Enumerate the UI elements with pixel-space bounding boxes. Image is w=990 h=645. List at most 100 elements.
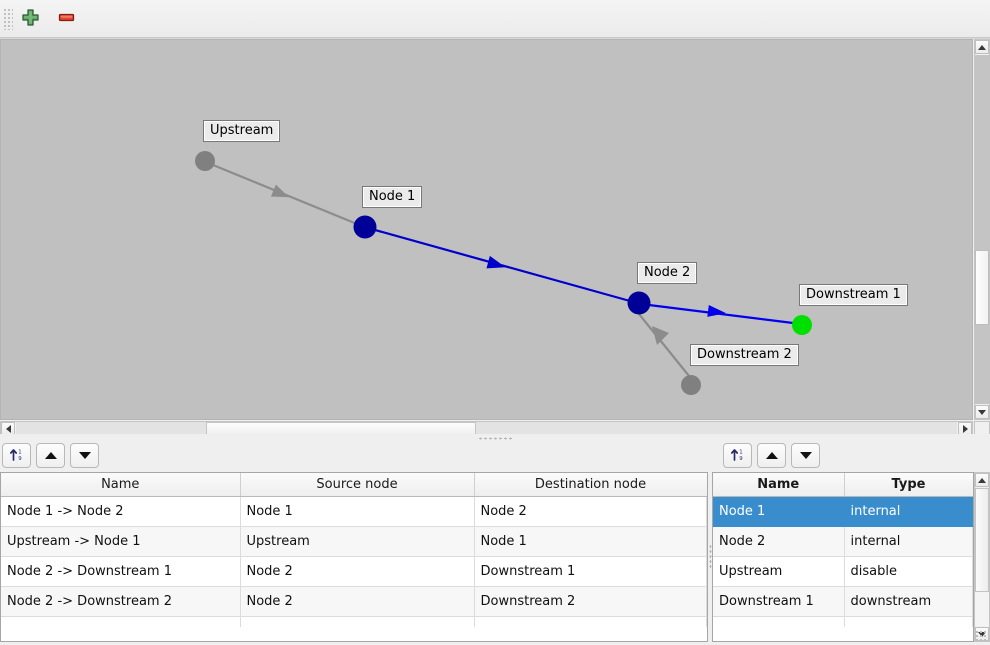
triangle-up-icon	[44, 452, 57, 459]
node-cell-name: Node 1	[713, 496, 845, 527]
node-table-body: Node 1 internal Node 2 internal Upstream…	[713, 496, 973, 627]
triangle-up-icon	[765, 452, 778, 459]
edge-cell-source: Node 2	[240, 556, 475, 587]
edge-cell-empty	[1, 616, 241, 627]
triangle-up-icon	[978, 477, 986, 483]
scrollbar-track[interactable]	[975, 488, 989, 626]
plus-icon	[21, 8, 40, 30]
node-cell-type: downstream	[844, 586, 973, 617]
node-sort-button[interactable]: 1 9	[723, 443, 752, 468]
edge-cell-source: Upstream	[240, 526, 475, 557]
triangle-right-icon	[962, 424, 968, 433]
edge-cell-destination: Downstream 2	[474, 586, 707, 617]
remove-button[interactable]	[51, 4, 81, 34]
node-cell-empty	[713, 616, 845, 627]
horizontal-splitter[interactable]	[0, 434, 990, 443]
edge-cell-empty	[240, 616, 475, 627]
edge-cell-empty	[474, 616, 707, 627]
node-column-header-type[interactable]: Type	[844, 473, 973, 497]
vertical-splitter[interactable]	[708, 472, 712, 642]
graph-node-downstream1	[792, 315, 812, 335]
sort-ascending-icon: 1 9	[730, 447, 745, 465]
graph-label-node2[interactable]: Node 2	[637, 262, 698, 284]
node-cell-type: internal	[844, 526, 973, 557]
graph-vertical-scrollbar[interactable]	[974, 39, 990, 420]
sort-ascending-icon: 1 9	[9, 447, 24, 465]
table-row[interactable]: Downstream 1 downstream	[713, 586, 973, 617]
triangle-down-icon	[799, 452, 812, 459]
triangle-up-icon	[978, 44, 986, 50]
splitter-grip	[478, 437, 512, 440]
node-move-up-button[interactable]	[757, 443, 786, 468]
table-row-empty[interactable]	[713, 616, 973, 627]
edge-cell-source: Node 2	[240, 586, 475, 617]
graph-label-downstream1[interactable]: Downstream 1	[799, 284, 908, 306]
node-move-down-button[interactable]	[791, 443, 820, 468]
graph-label-downstream2[interactable]: Downstream 2	[690, 344, 799, 366]
node-cell-name: Upstream	[713, 556, 845, 587]
graph-node-downstream2	[681, 375, 701, 395]
node-cell-empty	[844, 616, 973, 627]
scroll-down-button[interactable]	[975, 405, 989, 419]
splitter-grip	[708, 544, 712, 570]
minus-icon	[57, 8, 76, 30]
edge-cell-destination: Downstream 1	[474, 556, 707, 587]
toolbar-drag-handle[interactable]	[3, 7, 13, 30]
table-row[interactable]: Node 2 -> Downstream 1 Node 2 Downstream…	[1, 556, 707, 587]
edge-column-header-destination[interactable]: Destination node	[474, 473, 707, 497]
node-column-header-name[interactable]: Name	[713, 473, 845, 497]
graph-node-node2	[627, 291, 651, 315]
edge-sort-button[interactable]: 1 9	[2, 443, 31, 468]
edge-move-up-button[interactable]	[36, 443, 65, 468]
graph-canvas[interactable]: Upstream Node 1 Node 2 Downstream 1 Down…	[0, 39, 973, 420]
scroll-up-button[interactable]	[975, 40, 989, 54]
edge-cell-destination: Node 2	[474, 496, 707, 527]
edge-cell-source: Node 1	[240, 496, 475, 527]
table-row-empty[interactable]	[1, 616, 707, 627]
edge-upstream-node1	[212, 163, 358, 226]
svg-text:9: 9	[18, 456, 22, 462]
node-table-header-row: Name Type	[713, 473, 973, 497]
main-toolbar	[0, 0, 990, 38]
table-row[interactable]: Upstream -> Node 1 Upstream Node 1	[1, 526, 707, 557]
graph-node-node1	[353, 215, 377, 239]
node-cell-name: Node 2	[713, 526, 845, 557]
scrollbar-thumb[interactable]	[975, 488, 989, 592]
node-table-scrollbar[interactable]	[974, 472, 990, 642]
edge-node2-downstream1	[648, 303, 794, 325]
svg-text:9: 9	[739, 456, 743, 462]
edge-column-header-name[interactable]: Name	[1, 473, 241, 497]
svg-text:1: 1	[739, 449, 742, 455]
edge-column-header-source[interactable]: Source node	[240, 473, 475, 497]
table-row[interactable]: Node 1 -> Node 2 Node 1 Node 2	[1, 496, 707, 527]
edge-cell-name: Upstream -> Node 1	[1, 526, 241, 557]
scrollbar-track[interactable]	[975, 55, 989, 404]
window-resize-grip[interactable]	[975, 630, 988, 643]
svg-text:1: 1	[18, 449, 21, 455]
triangle-down-icon	[78, 452, 91, 459]
edge-cell-name: Node 2 -> Downstream 1	[1, 556, 241, 587]
edge-move-down-button[interactable]	[70, 443, 99, 468]
edge-node2-downstream2	[638, 313, 690, 377]
triangle-left-icon	[5, 424, 11, 433]
table-row[interactable]: Node 1 internal	[713, 496, 973, 527]
node-table[interactable]: Name Type Node 1 internal Node 2 interna…	[712, 472, 974, 642]
table-row[interactable]: Node 2 internal	[713, 526, 973, 557]
edge-cell-name: Node 1 -> Node 2	[1, 496, 241, 527]
table-row[interactable]: Node 2 -> Downstream 2 Node 2 Downstream…	[1, 586, 707, 617]
scroll-up-button[interactable]	[975, 473, 989, 487]
edge-table-body: Node 1 -> Node 2 Node 1 Node 2 Upstream …	[1, 496, 707, 627]
node-cell-type: disable	[844, 556, 973, 587]
graph-panel: Upstream Node 1 Node 2 Downstream 1 Down…	[0, 38, 990, 436]
add-button[interactable]	[15, 4, 45, 34]
node-toolbar: 1 9	[723, 443, 820, 469]
edge-table[interactable]: Name Source node Destination node Node 1…	[0, 472, 708, 642]
graph-label-node1[interactable]: Node 1	[362, 186, 423, 208]
graph-label-upstream[interactable]: Upstream	[203, 120, 281, 142]
edge-cell-name: Node 2 -> Downstream 2	[1, 586, 241, 617]
scrollbar-thumb[interactable]	[975, 250, 989, 325]
edge-table-header-row: Name Source node Destination node	[1, 473, 707, 497]
table-row[interactable]: Upstream disable	[713, 556, 973, 587]
graph-edges	[195, 151, 812, 395]
